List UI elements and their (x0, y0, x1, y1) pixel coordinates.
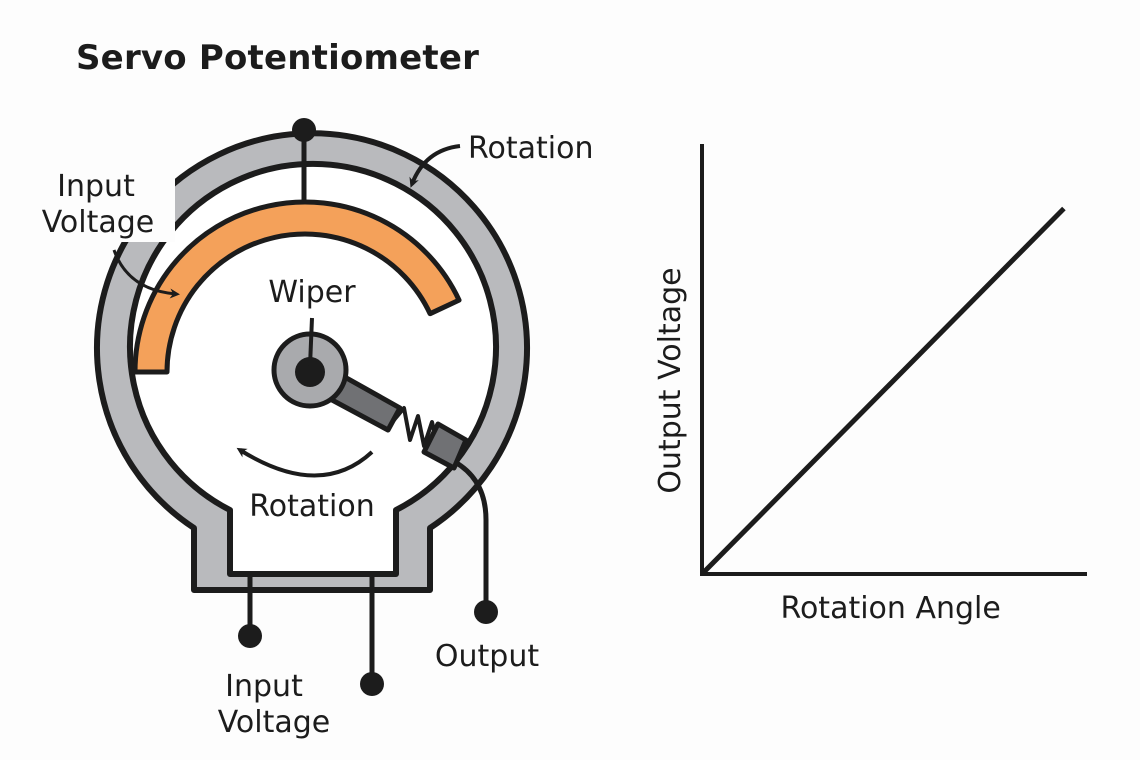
wiper-assembly (271, 317, 469, 471)
input-voltage-top-label-line1: Input (57, 169, 135, 204)
input-voltage-bottom-label-line2: Voltage (218, 705, 331, 740)
page-title: Servo Potentiometer (76, 38, 480, 78)
top-terminal-dot (292, 118, 316, 142)
rotation-top-arrow-icon (409, 144, 461, 188)
input-terminal-dot (238, 624, 262, 648)
output-label: Output (435, 639, 539, 674)
output-chart: Rotation Angle Output Voltage (653, 144, 1087, 626)
output-terminal-dot (474, 600, 498, 624)
wiper-label: Wiper (268, 275, 356, 310)
x-axis-label: Rotation Angle (780, 591, 1000, 626)
wiper-contact (421, 421, 469, 471)
resistive-track (132, 199, 462, 375)
wiper-shaft (295, 357, 325, 387)
y-axis-label: Output Voltage (653, 267, 688, 493)
wiper-spring-icon (392, 406, 440, 449)
rotation-top-label: Rotation (468, 131, 593, 166)
wiper-pointer-line (308, 317, 314, 367)
rotation-arrow-icon (236, 447, 374, 478)
output-lead (453, 459, 489, 610)
series-line-0 (700, 206, 1066, 576)
input-voltage-bottom-label-line1: Input (225, 669, 303, 704)
input-voltage-arrow-icon (112, 249, 180, 299)
ground-terminal-dot (360, 672, 384, 696)
label-backdrop (20, 160, 175, 242)
input-voltage-top-label-line2: Voltage (42, 205, 155, 240)
rotation-inner-label: Rotation (249, 489, 374, 524)
